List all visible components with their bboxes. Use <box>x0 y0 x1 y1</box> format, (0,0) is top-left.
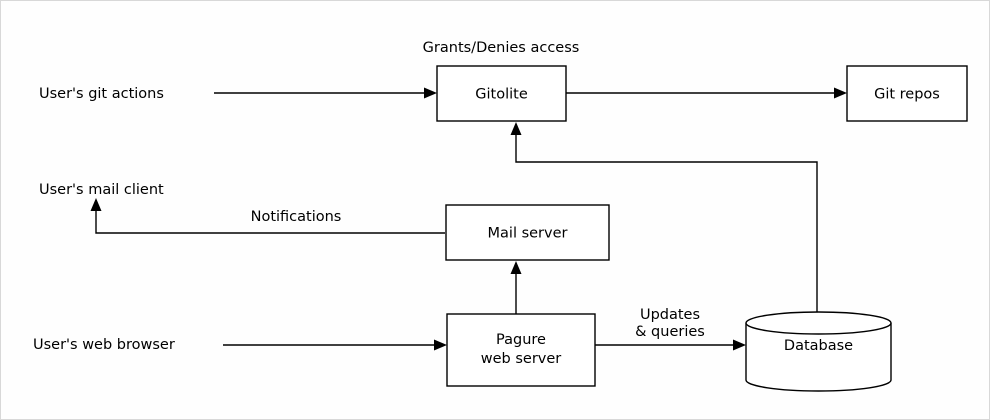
edge-label-notifications: Notifications <box>251 209 342 225</box>
node-git-repos: Git repos <box>846 65 968 122</box>
actor-web-browser-label: User's web browser <box>33 337 175 353</box>
node-gitolite: Gitolite <box>436 65 567 122</box>
edge-label-grants-denies-access: Grants/Denies access <box>423 40 580 56</box>
edge-web-browser-to-pagure <box>223 339 447 351</box>
node-database: Database <box>745 311 892 392</box>
node-gitolite-label: Gitolite <box>475 87 528 103</box>
edge-pagure-to-database <box>595 339 746 351</box>
node-mail-server-label: Mail server <box>488 226 568 242</box>
edge-git-actions-to-gitolite <box>214 87 437 99</box>
edge-label-updates-line1: Updates <box>640 307 700 323</box>
node-pagure-label-line1: Pagure <box>496 332 546 348</box>
node-mail-server: Mail server <box>445 204 610 261</box>
node-pagure-label-line2: web server <box>481 351 562 367</box>
node-git-repos-label: Git repos <box>874 87 940 103</box>
edge-gitolite-to-git-repos <box>566 87 847 99</box>
edge-database-to-gitolite <box>510 122 818 313</box>
edge-mail-server-to-mail-client <box>90 198 445 234</box>
edge-pagure-to-mail-server <box>510 261 522 314</box>
edge-label-updates-line2: & queries <box>635 324 705 340</box>
actor-mail-client-label: User's mail client <box>39 182 164 198</box>
node-pagure-web-server: Pagure web server <box>446 313 596 387</box>
actor-git-actions-label: User's git actions <box>39 86 164 102</box>
node-database-label: Database <box>784 338 853 354</box>
